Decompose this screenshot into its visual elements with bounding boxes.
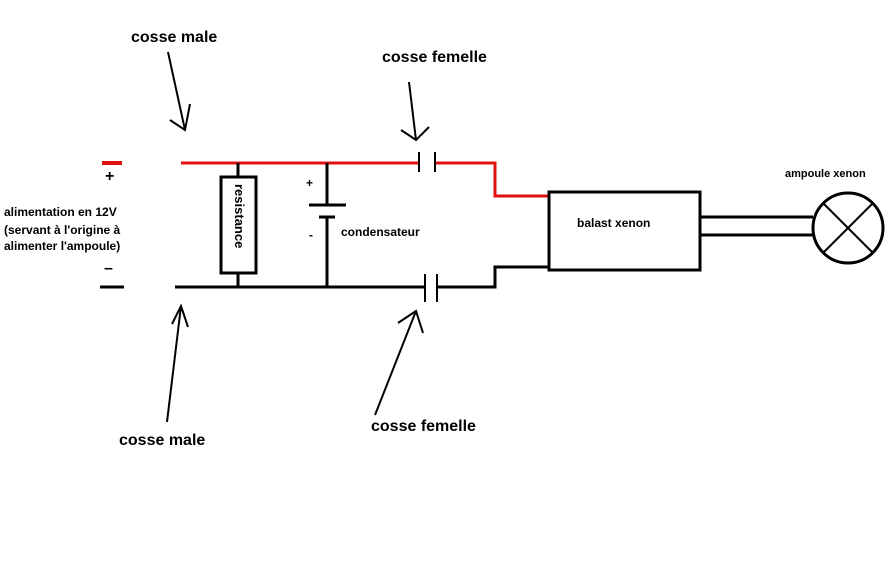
positive-wire-right: [435, 161, 550, 198]
label-cosse-male-bottom: cosse male: [119, 432, 206, 449]
supply-label-line2: (servant à l'origine à: [4, 223, 121, 237]
arrow-cosse-male-top: [167, 51, 191, 132]
label-cosse-femelle-bottom: cosse femelle: [371, 418, 476, 435]
ballast-box: [547, 190, 702, 272]
arrow-cosse-femelle-bottom: [374, 309, 424, 416]
supply-label-line3: alimenter l'ampoule): [4, 239, 121, 253]
arrow-cosse-femelle-top: [400, 81, 430, 142]
negative-wire-right: [437, 265, 550, 289]
capacitor-minus-sign: -: [309, 228, 313, 242]
capacitor-plus-sign: +: [306, 176, 314, 190]
resistor-body: [219, 175, 258, 275]
arrow-cosse-male-bottom: [166, 303, 189, 423]
lamp-label: ampoule xenon: [785, 168, 866, 180]
supply-minus-sign: –: [104, 260, 113, 277]
resistor-label: resistance: [232, 184, 247, 249]
ballast-label: balast xenon: [577, 216, 651, 230]
capacitor-label: condensateur: [341, 225, 420, 239]
supply-plus-sign: +: [105, 168, 115, 185]
label-cosse-femelle-top: cosse femelle: [382, 49, 487, 66]
supply-label-line1: alimentation en 12V: [4, 205, 117, 219]
lamp-cross-b: [822, 202, 874, 254]
label-cosse-male-top: cosse male: [131, 29, 218, 46]
